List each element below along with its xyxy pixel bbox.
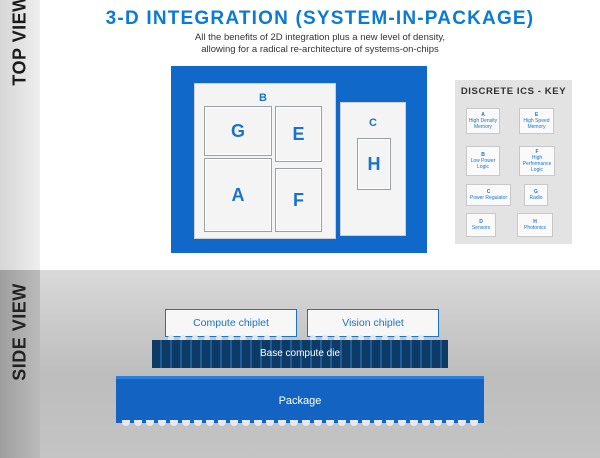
solder-ball (278, 420, 286, 426)
side-view-sidebar (0, 270, 40, 458)
solder-ball (206, 420, 214, 426)
microbump (382, 335, 388, 340)
package: Package (116, 376, 484, 423)
solder-ball (434, 420, 442, 426)
microbump (370, 335, 376, 340)
solder-ball (350, 420, 358, 426)
solder-ball (386, 420, 394, 426)
block-b-label: B (259, 92, 267, 104)
key-item-h: H Photonics (517, 213, 553, 237)
microbump (192, 335, 198, 340)
key-label-e: High Speed Memory (523, 118, 550, 130)
key-label-h: Photonics (524, 225, 546, 231)
page-title: 3-D INTEGRATION (SYSTEM-IN-PACKAGE) (105, 8, 535, 29)
key-letter-h: H (533, 219, 537, 225)
solder-ball (254, 420, 262, 426)
microbump (240, 335, 246, 340)
top-view-sidebar (0, 0, 40, 270)
key-label-f: High Performance Logic (522, 155, 552, 173)
chip-f: F (275, 168, 322, 232)
vision-chiplet: Vision chiplet (307, 309, 439, 337)
key-item-f: F High Performance Logic (519, 146, 555, 176)
discrete-ics-key: DISCRETE ICS - KEY A High Density Memory… (455, 80, 572, 244)
solder-ball (230, 420, 238, 426)
microbump (168, 335, 174, 340)
solder-ball (302, 420, 310, 426)
microbump (216, 335, 222, 340)
microbump (310, 335, 316, 340)
solder-ball (134, 420, 142, 426)
key-label-g: Radio (529, 195, 543, 201)
key-label-a: High Density Memory (468, 118, 498, 130)
microbump (252, 335, 258, 340)
key-letter-d: D (479, 219, 483, 225)
key-label-b: Low Power Logic (470, 158, 496, 170)
key-item-a: A High Density Memory (466, 108, 500, 134)
solder-ball (338, 420, 346, 426)
key-title: DISCRETE ICS - KEY (460, 86, 567, 97)
solder-ball (458, 420, 466, 426)
subtitle-line-2: allowing for a radical re-architecture o… (201, 44, 439, 55)
key-letter-f: F (535, 149, 539, 155)
key-label-d: Sensors (471, 225, 491, 231)
chip-a: A (204, 158, 272, 232)
solder-ball (470, 420, 478, 426)
base-compute-die (152, 340, 448, 368)
microbump (346, 335, 352, 340)
key-letter-g: G (534, 189, 538, 195)
solder-ball (158, 420, 166, 426)
solder-ball (170, 420, 178, 426)
microbump (264, 335, 270, 340)
base-compute-die-label: Base compute die (259, 348, 341, 359)
microbump (204, 335, 210, 340)
solder-ball (314, 420, 322, 426)
top-view-label: TOP VIEW (9, 0, 30, 86)
solder-ball (410, 420, 418, 426)
microbump (276, 335, 282, 340)
solder-ball (326, 420, 334, 426)
key-letter-e: E (534, 112, 539, 118)
solder-ball (422, 420, 430, 426)
solder-ball (398, 420, 406, 426)
solder-ball (182, 420, 190, 426)
subtitle-line-1: All the benefits of 2D integration plus … (194, 32, 446, 43)
solder-ball (374, 420, 382, 426)
solder-ball (194, 420, 202, 426)
solder-ball (218, 420, 226, 426)
microbump (228, 335, 234, 340)
solder-ball (266, 420, 274, 426)
compute-chiplet: Compute chiplet (165, 309, 297, 337)
chip-h: H (357, 138, 391, 190)
microbump (322, 335, 328, 340)
microbump (358, 335, 364, 340)
solder-ball (146, 420, 154, 426)
key-item-d: D Sensors (466, 213, 496, 237)
key-letter-b: B (481, 152, 485, 158)
solder-ball (242, 420, 250, 426)
chip-e: E (275, 106, 322, 162)
key-letter-c: C (486, 189, 491, 195)
microbump (334, 335, 340, 340)
key-item-b: B Low Power Logic (466, 146, 500, 176)
block-c-label: C (369, 117, 377, 129)
side-view-label: SIDE VIEW (9, 283, 30, 381)
key-item-c: C Power Regulator (466, 184, 511, 206)
chip-g: G (204, 106, 272, 156)
key-item-e: E High Speed Memory (519, 108, 554, 134)
solder-ball (446, 420, 454, 426)
subtitle: All the benefits of 2D integration plus … (40, 32, 600, 56)
key-label-c: Power Regulator (469, 195, 508, 201)
microbump (418, 335, 424, 340)
solder-ball (290, 420, 298, 426)
solder-ball (122, 420, 130, 426)
solder-ball (362, 420, 370, 426)
microbump (406, 335, 412, 340)
microbump (394, 335, 400, 340)
microbump (180, 335, 186, 340)
key-letter-a: A (481, 112, 485, 118)
key-item-g: G Radio (524, 184, 548, 206)
